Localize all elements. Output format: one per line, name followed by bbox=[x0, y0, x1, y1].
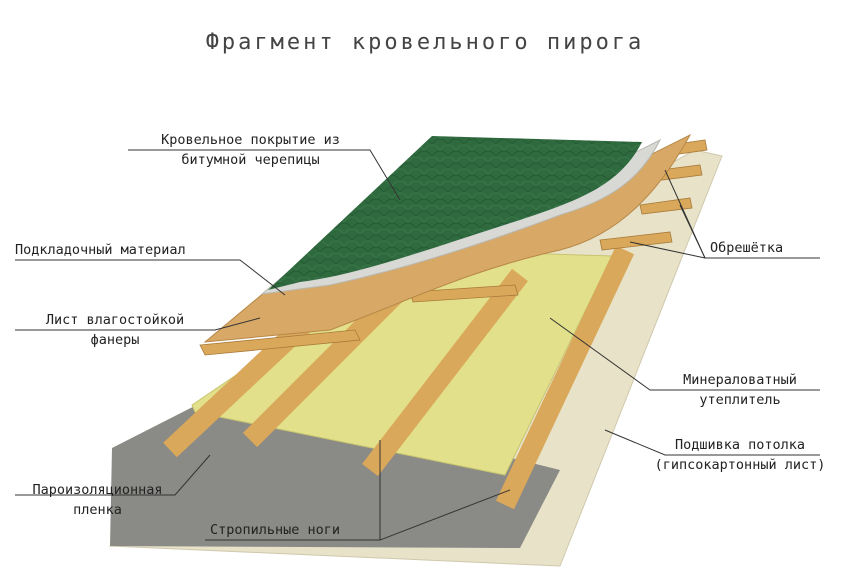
label-insulation-line1: Минераловатный bbox=[683, 372, 797, 388]
label-rafters: Стропильные ноги bbox=[210, 522, 341, 538]
label-ceiling: Подшивка потолка (гипсокартонный лист) bbox=[640, 435, 840, 475]
label-plywood-line1: Лист влагостойкой bbox=[45, 312, 185, 328]
label-insulation: Минераловатный утеплитель bbox=[660, 370, 820, 410]
label-battens: Обрешётка bbox=[710, 240, 784, 256]
label-vapor-barrier: Пароизоляционная пленка bbox=[15, 480, 180, 520]
label-ceiling-line2: (гипсокартонный лист) bbox=[654, 457, 826, 473]
bitumen-shingles bbox=[268, 136, 642, 290]
label-ceiling-line1: Подшивка потолка bbox=[674, 437, 806, 453]
label-roofing-line1: Кровельное покрытие из bbox=[161, 132, 340, 148]
label-insulation-line2: утеплитель bbox=[699, 392, 781, 408]
leader-lines bbox=[15, 149, 820, 541]
vapor-barrier bbox=[110, 388, 560, 548]
label-vapor-line2: пленка bbox=[73, 502, 122, 518]
label-underlay: Подкладочный материал bbox=[15, 242, 186, 258]
label-plywood: Лист влагостойкой фанеры bbox=[15, 310, 215, 350]
label-plywood-line2: фанеры bbox=[90, 332, 140, 348]
rafter bbox=[495, 245, 635, 510]
rafter bbox=[362, 268, 528, 477]
label-roofing-line2: битумной черепицы bbox=[181, 152, 320, 168]
label-roofing: Кровельное покрытие из битумной черепицы bbox=[128, 130, 373, 170]
label-vapor-line1: Пароизоляционная bbox=[32, 482, 163, 498]
diagram-title: Фрагмент кровельного пирога bbox=[205, 30, 645, 55]
